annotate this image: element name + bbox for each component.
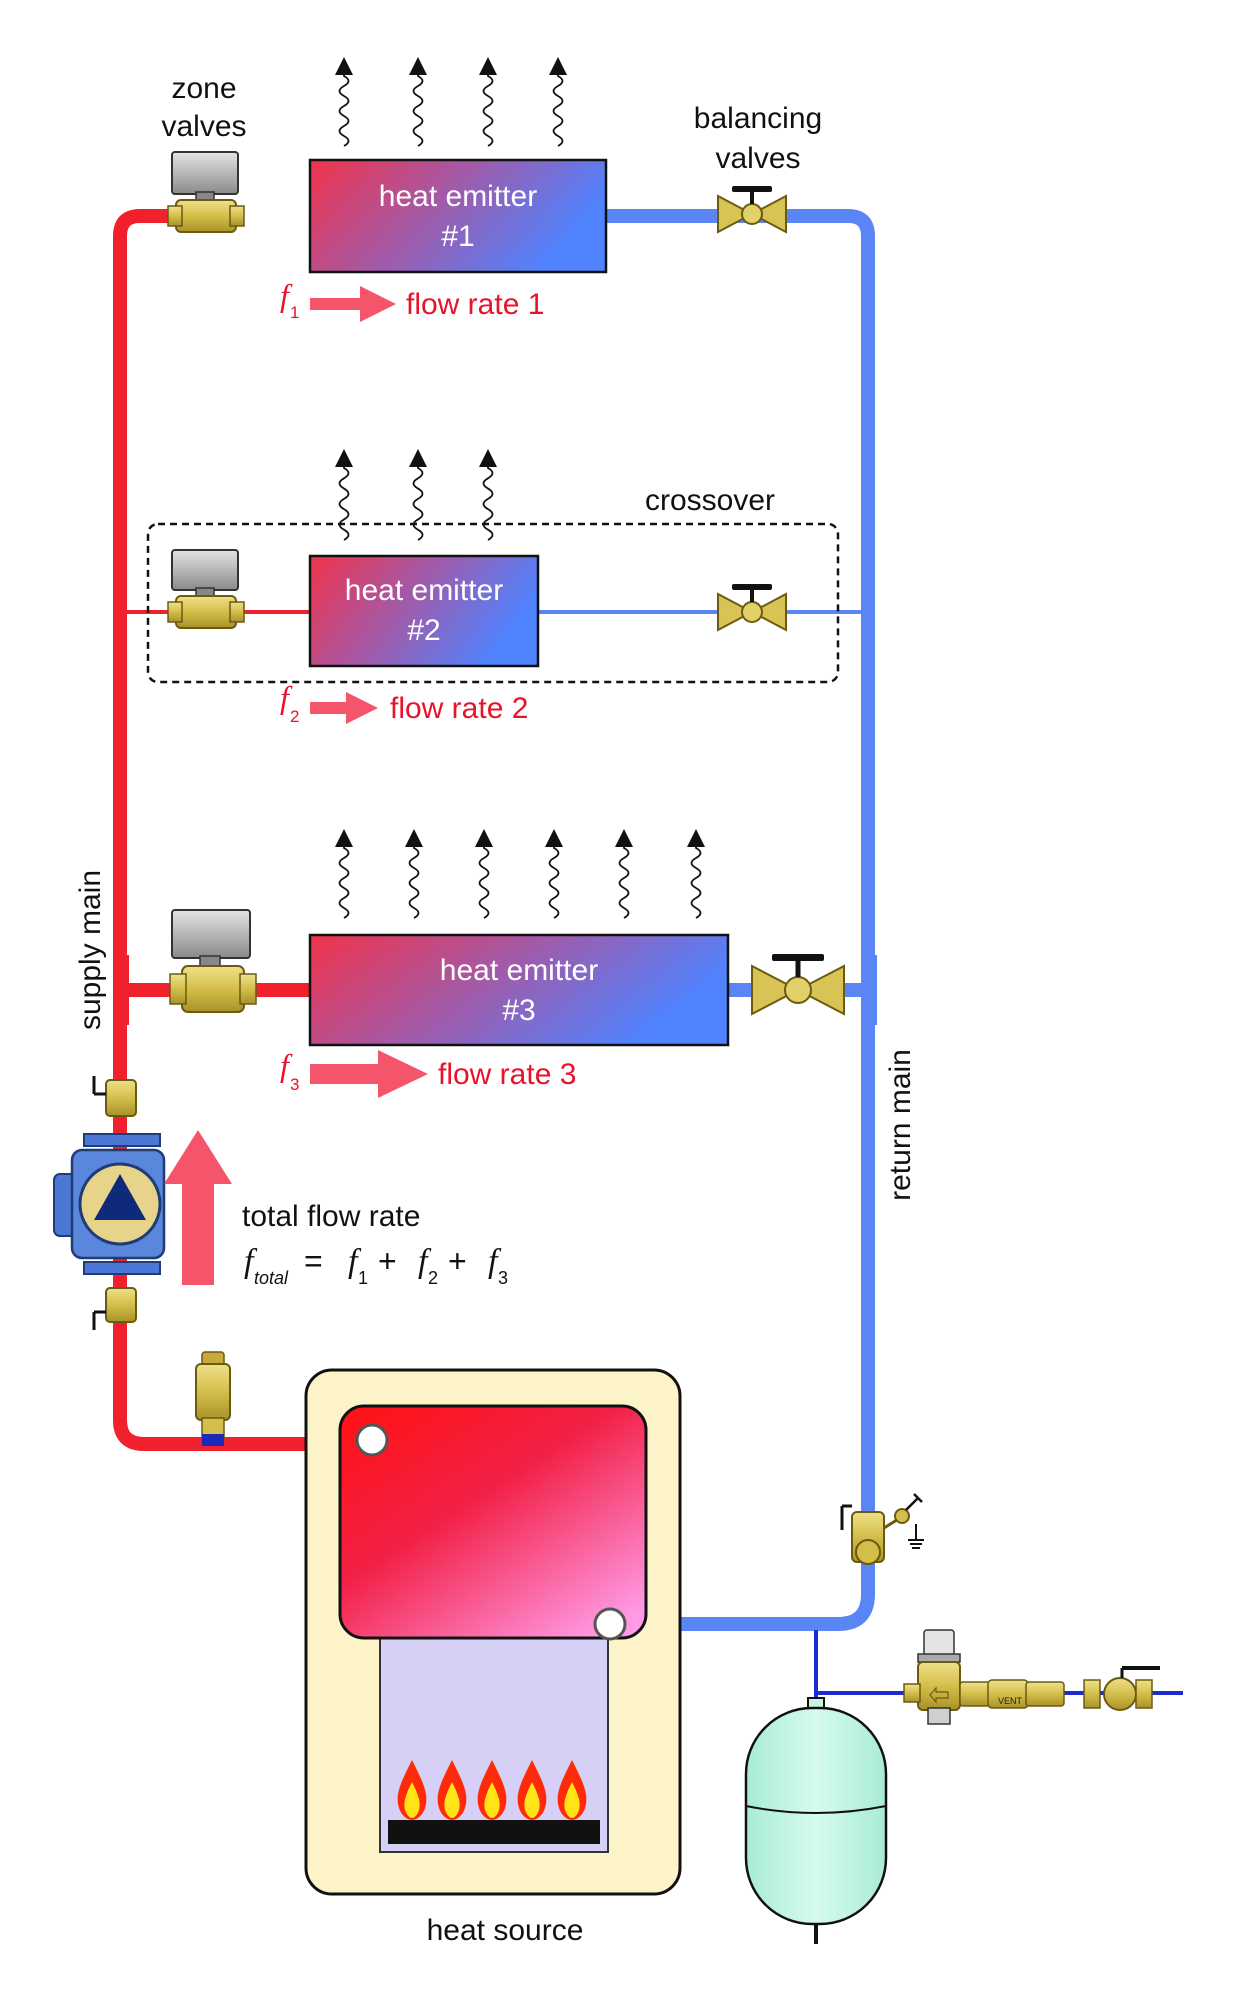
flame-core: [524, 1782, 540, 1818]
heat-wave-arrows: [335, 57, 705, 919]
eq-plus-1: +: [378, 1243, 397, 1279]
heat-emitter-2-title: heat emitter: [345, 574, 503, 607]
heat-emitter-1: heat emitter #1: [308, 158, 608, 274]
flow-sub-3: 3: [290, 1075, 299, 1094]
air-vent: [195, 1351, 231, 1446]
makeup-water-assembly: VENT: [903, 1629, 1160, 1725]
heat-emitter-1-number: #1: [441, 220, 474, 253]
flame-core: [484, 1782, 500, 1818]
flow-rate-3-label: flow rate 3: [438, 1058, 576, 1091]
burner-flames: [397, 1760, 587, 1820]
flow-rate-2-label: flow rate 2: [390, 692, 528, 725]
flow-label-2: f 2 flow rate 2: [280, 679, 528, 726]
flow-label-3: f 3 flow rate 3: [280, 1047, 576, 1098]
heat-wave-arrow: [405, 829, 423, 919]
heat-emitter-2: heat emitter #2: [308, 554, 540, 668]
eq-term1-sub: 1: [358, 1268, 368, 1288]
flame-core: [404, 1782, 420, 1818]
total-flow-rate-label: total flow rate: [242, 1200, 420, 1233]
heat-wave-arrow: [335, 829, 353, 919]
heat-wave-arrow: [479, 57, 497, 147]
flow-rate-1-label: flow rate 1: [406, 288, 544, 321]
eq-term3-sub: 3: [498, 1268, 508, 1288]
flow-arrow-2: [310, 692, 378, 724]
heat-wave-arrow: [335, 449, 353, 541]
crossover-label: crossover: [645, 484, 775, 517]
total-flow-arrow: [164, 1130, 232, 1285]
flow-arrow-3: [310, 1050, 428, 1098]
zone-valves-label-line2: valves: [161, 110, 246, 143]
vent-label: VENT: [998, 1696, 1023, 1706]
heat-wave-arrow: [615, 829, 633, 919]
balancing-valves-label-line2: valves: [715, 142, 800, 175]
eq-term2-sub: 2: [428, 1268, 438, 1288]
heat-wave-arrow: [335, 57, 353, 147]
heat-wave-arrow: [475, 829, 493, 919]
zone-valve-3: [169, 909, 257, 1013]
heat-wave-arrow: [687, 829, 705, 919]
zone-valve-1: [167, 151, 245, 233]
balancing-valve-2: [717, 584, 787, 632]
expansion-tank: [744, 1697, 888, 1944]
flow-sub-1: 1: [290, 303, 299, 322]
eq-equals: =: [304, 1243, 323, 1279]
heat-wave-arrow: [409, 57, 427, 147]
balancing-valves-label-line1: balancing: [694, 102, 822, 135]
eq-lhs-sub: total: [254, 1268, 289, 1288]
return-main-label: return main: [884, 1049, 917, 1201]
circulator-pump: [53, 1076, 166, 1330]
flow-sub-2: 2: [290, 707, 299, 726]
heat-emitter-3: heat emitter #3: [308, 933, 730, 1047]
heat-wave-arrow: [479, 449, 497, 541]
burner-bar: [388, 1820, 600, 1844]
balancing-valve-3: [751, 954, 845, 1016]
heat-source-label: heat source: [427, 1914, 584, 1947]
heat-emitter-3-title: heat emitter: [440, 954, 598, 987]
balancing-valve-1: [717, 186, 787, 234]
total-flow-equation: f total = f 1 + f 2 + f 3: [244, 1243, 508, 1288]
flow-arrow-1: [310, 286, 396, 322]
heat-wave-arrow: [545, 829, 563, 919]
zone-valves-label-line1: zone: [171, 72, 236, 105]
purge-valve: [840, 1493, 924, 1565]
flame-core: [444, 1782, 460, 1818]
supply-main-label: supply main: [74, 870, 107, 1030]
heat-wave-arrow: [549, 57, 567, 147]
flame-core: [564, 1782, 580, 1818]
heat-emitter-2-number: #2: [407, 614, 440, 647]
zone-valve-2: [167, 549, 245, 629]
flow-label-1: f 1 flow rate 1: [280, 277, 544, 322]
heat-emitter-1-title: heat emitter: [379, 180, 537, 213]
heat-wave-arrow: [409, 449, 427, 541]
heat-source: [304, 1368, 682, 1896]
eq-plus-2: +: [448, 1243, 467, 1279]
heat-emitter-3-number: #3: [502, 994, 535, 1027]
